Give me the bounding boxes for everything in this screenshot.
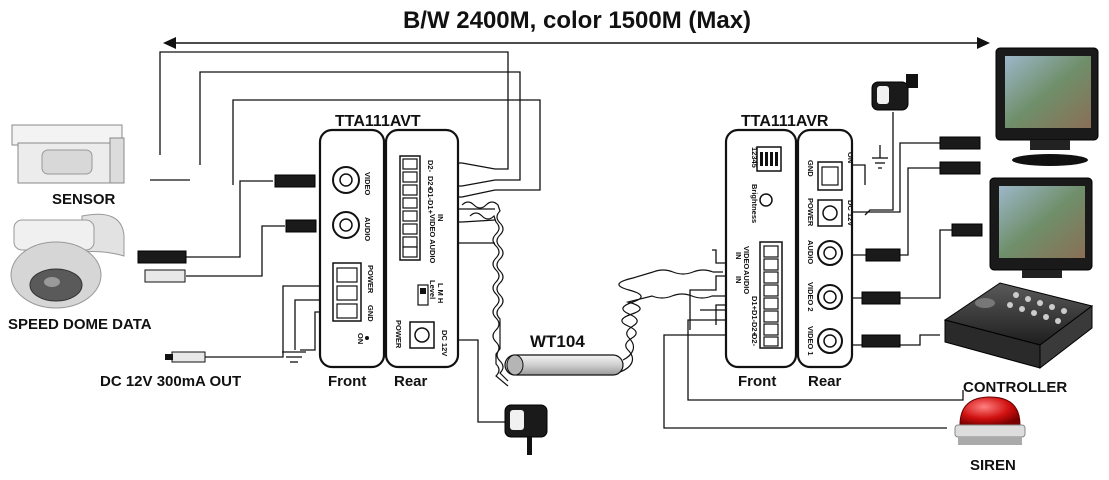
- bnc-connectors-right: [861, 136, 983, 348]
- rx-front-label: Front: [738, 373, 776, 390]
- rx-on: ON: [846, 152, 855, 163]
- tx-rear-label: Rear: [394, 373, 428, 390]
- tx-video-audio-in: VIDEO AUDIO: [428, 214, 437, 263]
- rx-d1minus: D1-: [750, 310, 759, 323]
- tx-level: Level: [428, 280, 437, 299]
- rx-brightness: Brightness: [750, 184, 759, 223]
- receiver-front-panel: [724, 128, 798, 369]
- sensor-device: [11, 124, 125, 184]
- rx-d1plus: D1+: [750, 296, 759, 311]
- tx-on-label: ON: [356, 333, 365, 344]
- rx-d2minus: D2-: [750, 334, 759, 347]
- rx-in-1: IN: [734, 252, 743, 260]
- wt104-cable: [504, 354, 624, 376]
- rx-dip: 12345: [750, 147, 759, 168]
- rx-audio-out: AUDIO: [806, 240, 815, 264]
- rx-rear-label: Rear: [808, 373, 842, 390]
- power-adapter-rx: [871, 74, 918, 111]
- siren-label: SIREN: [970, 457, 1016, 474]
- sensor-label: SENSOR: [52, 191, 116, 208]
- rx-video2: VIDEO 2: [806, 282, 815, 312]
- twisted-pair-left: [461, 201, 509, 387]
- tx-video-label: VIDEO: [363, 172, 372, 196]
- tx-lmh: L M H: [436, 283, 445, 303]
- controller-label: CONTROLLER: [963, 379, 1067, 396]
- tx-d1minus: D1-: [426, 188, 435, 201]
- tx-audio-label: AUDIO: [363, 217, 372, 241]
- power-adapter-tx: [504, 404, 548, 455]
- tx-power-label: POWER: [366, 265, 375, 294]
- transmitter-model: TTA111AVT: [335, 113, 421, 130]
- rx-gnd: GND: [806, 160, 815, 177]
- tx-d2minus: D2-: [426, 160, 435, 173]
- siren-device: [954, 396, 1026, 445]
- speed-dome-camera: [10, 213, 125, 309]
- receiver-front-labels: 12345 Brightness VIDEO IN AUDIO IN D1+ D…: [734, 147, 759, 347]
- tx-gnd-label: GND: [366, 305, 375, 322]
- tx-d1plus: D1+: [426, 200, 435, 215]
- monitor-top: [995, 47, 1099, 166]
- rx-dc-in: DC 12V: [846, 200, 855, 226]
- twisted-pair-right: [618, 269, 726, 373]
- distance-label: B/W 2400M, color 1500M (Max): [403, 7, 751, 34]
- speed-dome-label: SPEED DOME DATA: [8, 316, 152, 333]
- rx-audio-in: AUDIO: [742, 270, 751, 294]
- tx-front-label: Front: [328, 373, 366, 390]
- transmitter-front-labels: VIDEO AUDIO POWER GND ON: [356, 172, 375, 344]
- rx-video-in: VIDEO: [742, 246, 751, 270]
- transmitter-front-panel: [318, 128, 386, 369]
- tx-in: IN: [436, 214, 445, 222]
- transmitter-rear-labels: D2- D2+ D1- D1+ VIDEO AUDIO IN Level L M…: [394, 160, 449, 356]
- receiver-model: TTA111AVR: [741, 113, 829, 130]
- controller-device: [943, 282, 1094, 370]
- ground-symbol-left: [282, 351, 306, 363]
- receiver-rear-panel: [796, 128, 854, 369]
- tx-d2plus: D2+: [426, 176, 435, 191]
- tx-dc-in: DC 12V: [440, 330, 449, 356]
- rx-video1: VIDEO 1: [806, 326, 815, 356]
- bnc-connectors-left: [137, 174, 317, 363]
- receiver-rear-labels: GND ON POWER DC 12V AUDIO VIDEO 2 VIDEO …: [806, 152, 855, 356]
- transmitter-rear-panel: [384, 128, 460, 369]
- rx-in-2: IN: [734, 276, 743, 284]
- dc-out-label: DC 12V 300mA OUT: [100, 373, 241, 390]
- tx-power-jack: POWER: [394, 320, 403, 349]
- distance-arrow: [163, 37, 990, 49]
- monitor-bottom: [989, 177, 1093, 278]
- rx-d2plus: D2+: [750, 322, 759, 337]
- rx-power: POWER: [806, 198, 815, 227]
- cable-label: WT104: [530, 332, 585, 351]
